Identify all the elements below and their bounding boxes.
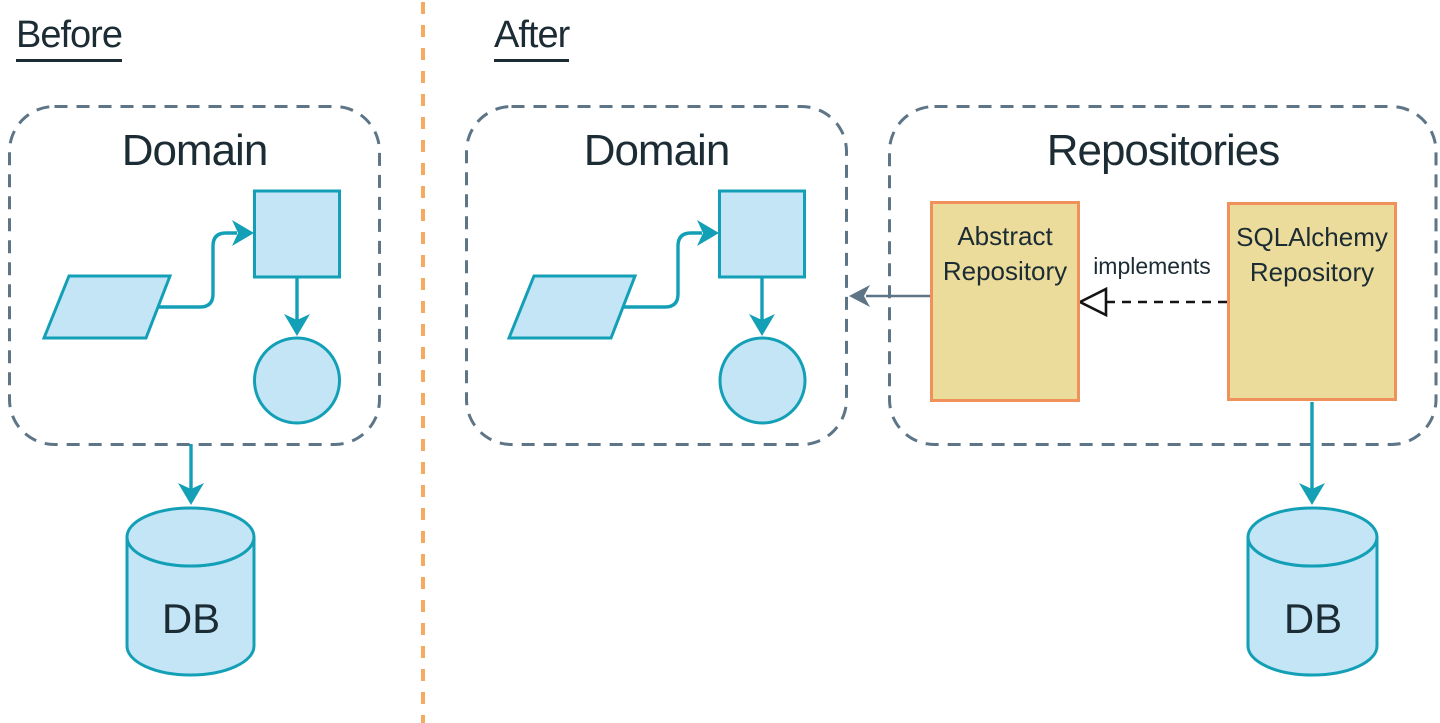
before-section-label-text: Before bbox=[16, 14, 123, 62]
before-parallelogram-shape bbox=[41, 274, 173, 340]
after-square-to-circle-arrowhead-icon bbox=[749, 314, 775, 336]
after-domain-panel bbox=[465, 105, 848, 446]
before-square-shape bbox=[253, 189, 341, 279]
sqlalchemy-to-db-arrowhead-icon bbox=[1299, 483, 1325, 505]
before-domain-panel-title: Domain bbox=[121, 126, 269, 175]
after-domain-panel-title: Domain bbox=[583, 126, 731, 175]
before-square-to-circle-arrowhead-icon bbox=[284, 314, 310, 336]
after-parallelogram-shape bbox=[506, 274, 638, 340]
before-db-label: DB bbox=[161, 595, 221, 642]
after-circle-shape bbox=[718, 336, 807, 425]
implements-label: implements bbox=[1093, 253, 1211, 279]
after-connector-arrowhead-icon bbox=[697, 220, 719, 246]
before-connector-arrowhead-icon bbox=[232, 220, 254, 246]
before-circle-shape bbox=[253, 336, 341, 425]
implements-open-triangle-icon bbox=[1077, 286, 1108, 318]
before-domain-panel bbox=[8, 105, 381, 446]
sqlalchemy-repository-box: SQLAlchemy Repository bbox=[1227, 202, 1397, 401]
after-parallelogram-to-square-connector bbox=[623, 231, 702, 309]
repositories-panel bbox=[888, 105, 1438, 446]
before-parallelogram-to-square-connector bbox=[158, 231, 237, 309]
repository-to-domain-arrowhead-icon bbox=[849, 285, 870, 307]
repositories-panel-title: Repositories bbox=[1046, 126, 1281, 175]
after-db-label: DB bbox=[1283, 595, 1343, 642]
before-domain-to-db-arrowhead-icon bbox=[178, 483, 204, 505]
after-section-label-text: After bbox=[494, 14, 570, 62]
after-square-shape bbox=[718, 189, 806, 279]
before-db-cylinder-top bbox=[125, 506, 256, 568]
before-section-label: Before bbox=[16, 14, 123, 62]
abstract-repository-box: Abstract Repository bbox=[930, 201, 1080, 402]
after-section-label: After bbox=[494, 14, 570, 62]
after-db-cylinder-top bbox=[1246, 506, 1379, 568]
